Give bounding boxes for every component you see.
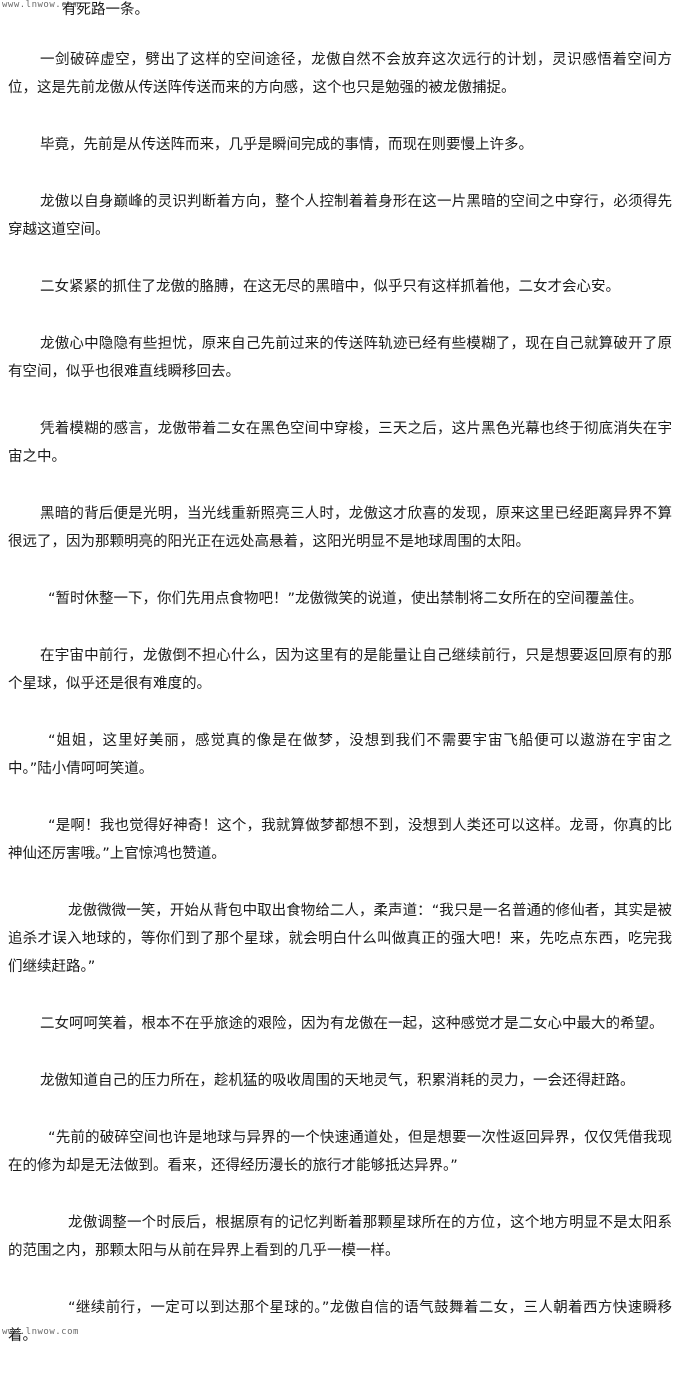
paragraph: 龙傲知道自己的压力所在，趁机猛的吸收周围的天地灵气，积累消耗的灵力，一会还得赶路… xyxy=(40,1073,635,1089)
paragraph: 在宇宙中前行，龙傲倒不担心什么，因为这里有的是能量让自己继续前行，只是想要返回原… xyxy=(8,648,672,692)
paragraph: “先前的破碎空间也许是地球与异界的一个快速通道处，但是想要一次性返回异界，仅仅凭… xyxy=(8,1130,672,1174)
paragraph: 毕竟，先前是从传送阵而来，几乎是瞬间完成的事情，而现在则要慢上许多。 xyxy=(40,137,533,153)
paragraph: 黑暗的背后便是光明，当光线重新照亮三人时，龙傲这才欣喜的发现，原来这里已经距离异… xyxy=(8,506,672,550)
watermark-top: www.lnwow.com xyxy=(2,0,79,10)
article-body: 一剑破碎虚空，劈出了这样的空间途径，龙傲自然不会放弃这次远行的计划，灵识感悟着空… xyxy=(8,46,672,1379)
paragraph: 二女紧紧的抓住了龙傲的胳膊，在这无尽的黑暗中，似乎只有这样抓着他，二女才会心安。 xyxy=(40,279,620,295)
paragraph: 龙傲以自身巅峰的灵识判断着方向，整个人控制着着身形在这一片黑暗的空间之中穿行，必… xyxy=(8,194,672,238)
paragraph: 龙傲心中隐隐有些担忧，原来自己先前过来的传送阵轨迹已经有些模糊了，现在自己就算破… xyxy=(8,336,672,380)
paragraph: “姐姐，这里好美丽，感觉真的像是在做梦，没想到我们不需要宇宙飞船便可以遨游在宇宙… xyxy=(8,733,672,777)
paragraph: 龙傲调整一个时辰后，根据原有的记忆判断着那颗星球所在的方位，这个地方明显不是太阳… xyxy=(8,1215,672,1259)
top-text-fragment: 有死路一条。 xyxy=(62,2,149,18)
paragraph: “暂时休整一下，你们先用点食物吧！”龙傲微笑的说道，使出禁制将二女所在的空间覆盖… xyxy=(48,591,644,607)
paragraph: 一剑破碎虚空，劈出了这样的空间途径，龙傲自然不会放弃这次远行的计划，灵识感悟着空… xyxy=(8,52,672,96)
paragraph: “继续前行，一定可以到达那个星球的。”龙傲自信的语气鼓舞着二女，三人朝着西方快速… xyxy=(8,1300,672,1344)
paragraph: 二女呵呵笑着，根本不在乎旅途的艰险，因为有龙傲在一起，这种感觉才是二女心中最大的… xyxy=(40,1016,664,1032)
paragraph: 凭着模糊的感言，龙傲带着二女在黑色空间中穿梭，三天之后，这片黑色光幕也终于彻底消… xyxy=(8,421,672,465)
paragraph: 龙傲微微一笑，开始从背包中取出食物给二人，柔声道：“我只是一名普通的修仙者，其实… xyxy=(8,903,672,975)
watermark-bottom: www.lnwow.com xyxy=(2,1327,79,1337)
paragraph: “是啊！我也觉得好神奇！这个，我就算做梦都想不到，没想到人类还可以这样。龙哥，你… xyxy=(8,818,672,862)
